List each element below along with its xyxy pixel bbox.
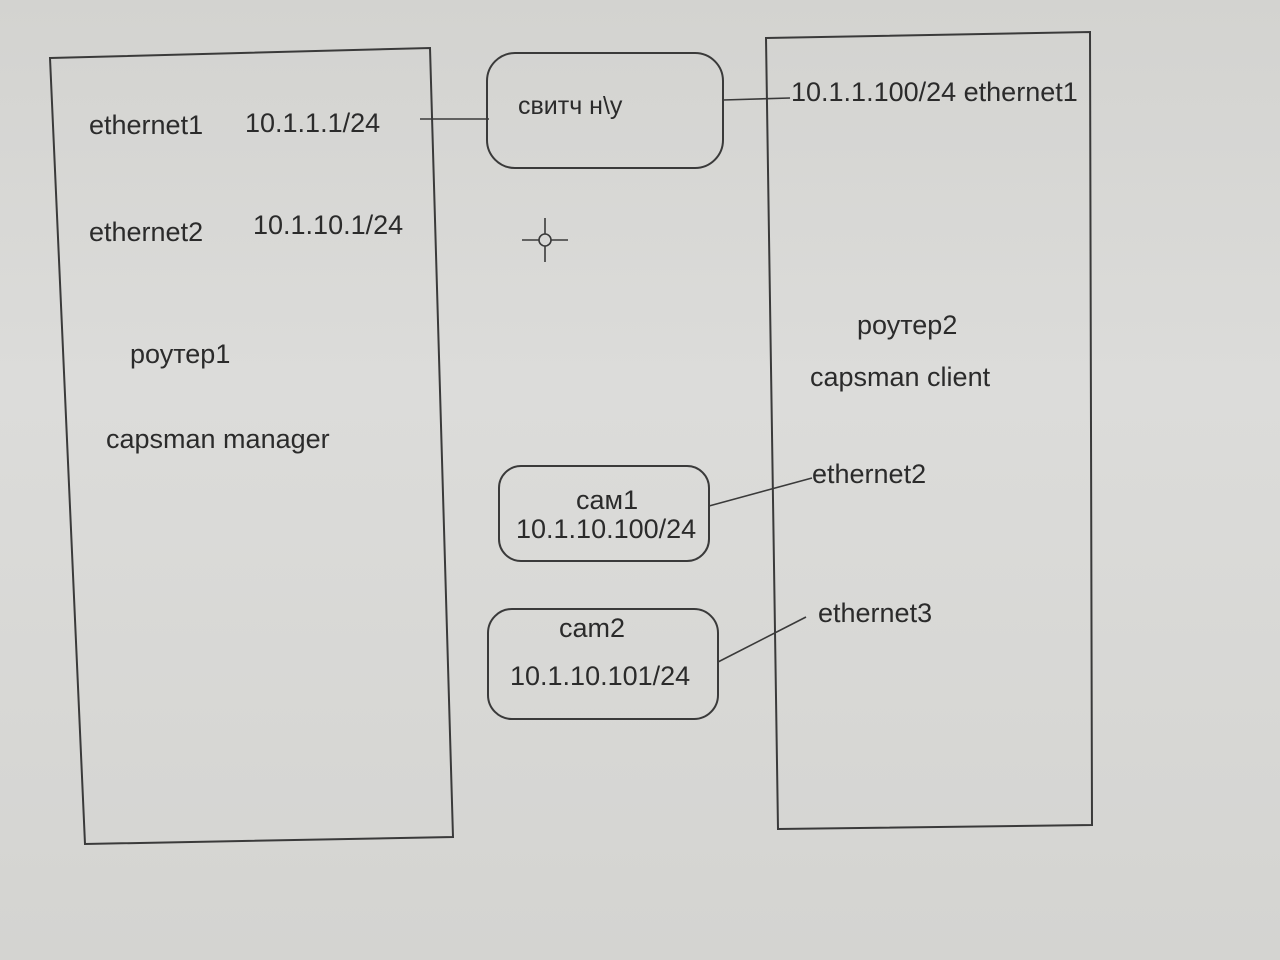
cam2-ip: 10.1.10.101/24 — [510, 661, 691, 691]
router2-name: роутер2 — [857, 310, 958, 340]
router1-box[interactable] — [48, 46, 455, 846]
cam2-name: cam2 — [559, 613, 626, 643]
router2-eth1: 10.1.1.100/24 ethernet1 — [791, 77, 1078, 107]
link-switch-router2 — [722, 97, 791, 101]
router2-eth3-name: ethernet3 — [818, 598, 933, 628]
cam1-ip: 10.1.10.100/24 — [516, 514, 697, 544]
router1-eth2-name: ethernet2 — [89, 217, 204, 247]
router2-box[interactable] — [764, 30, 1094, 831]
switch-box[interactable] — [486, 52, 724, 169]
router1-role: capsman manager — [106, 424, 330, 454]
link-cam1-router2 — [708, 477, 813, 507]
cam1-name: cам1 — [576, 485, 639, 515]
router1-eth2-ip: 10.1.10.1/24 — [253, 210, 404, 240]
router2-role: capsman client — [810, 362, 991, 392]
router1-eth1-name: ethernet1 — [89, 110, 204, 140]
link-cam2-router2 — [717, 616, 807, 663]
cam1-box[interactable] — [498, 465, 710, 562]
switch-label: свитч н\у — [518, 92, 623, 120]
crosshair-cursor-icon — [522, 218, 568, 262]
router1-name: роутер1 — [130, 339, 231, 369]
router1-eth1-ip: 10.1.1.1/24 — [245, 108, 381, 138]
cam2-box[interactable] — [487, 608, 719, 720]
router2-eth2-name: ethernet2 — [812, 459, 927, 489]
